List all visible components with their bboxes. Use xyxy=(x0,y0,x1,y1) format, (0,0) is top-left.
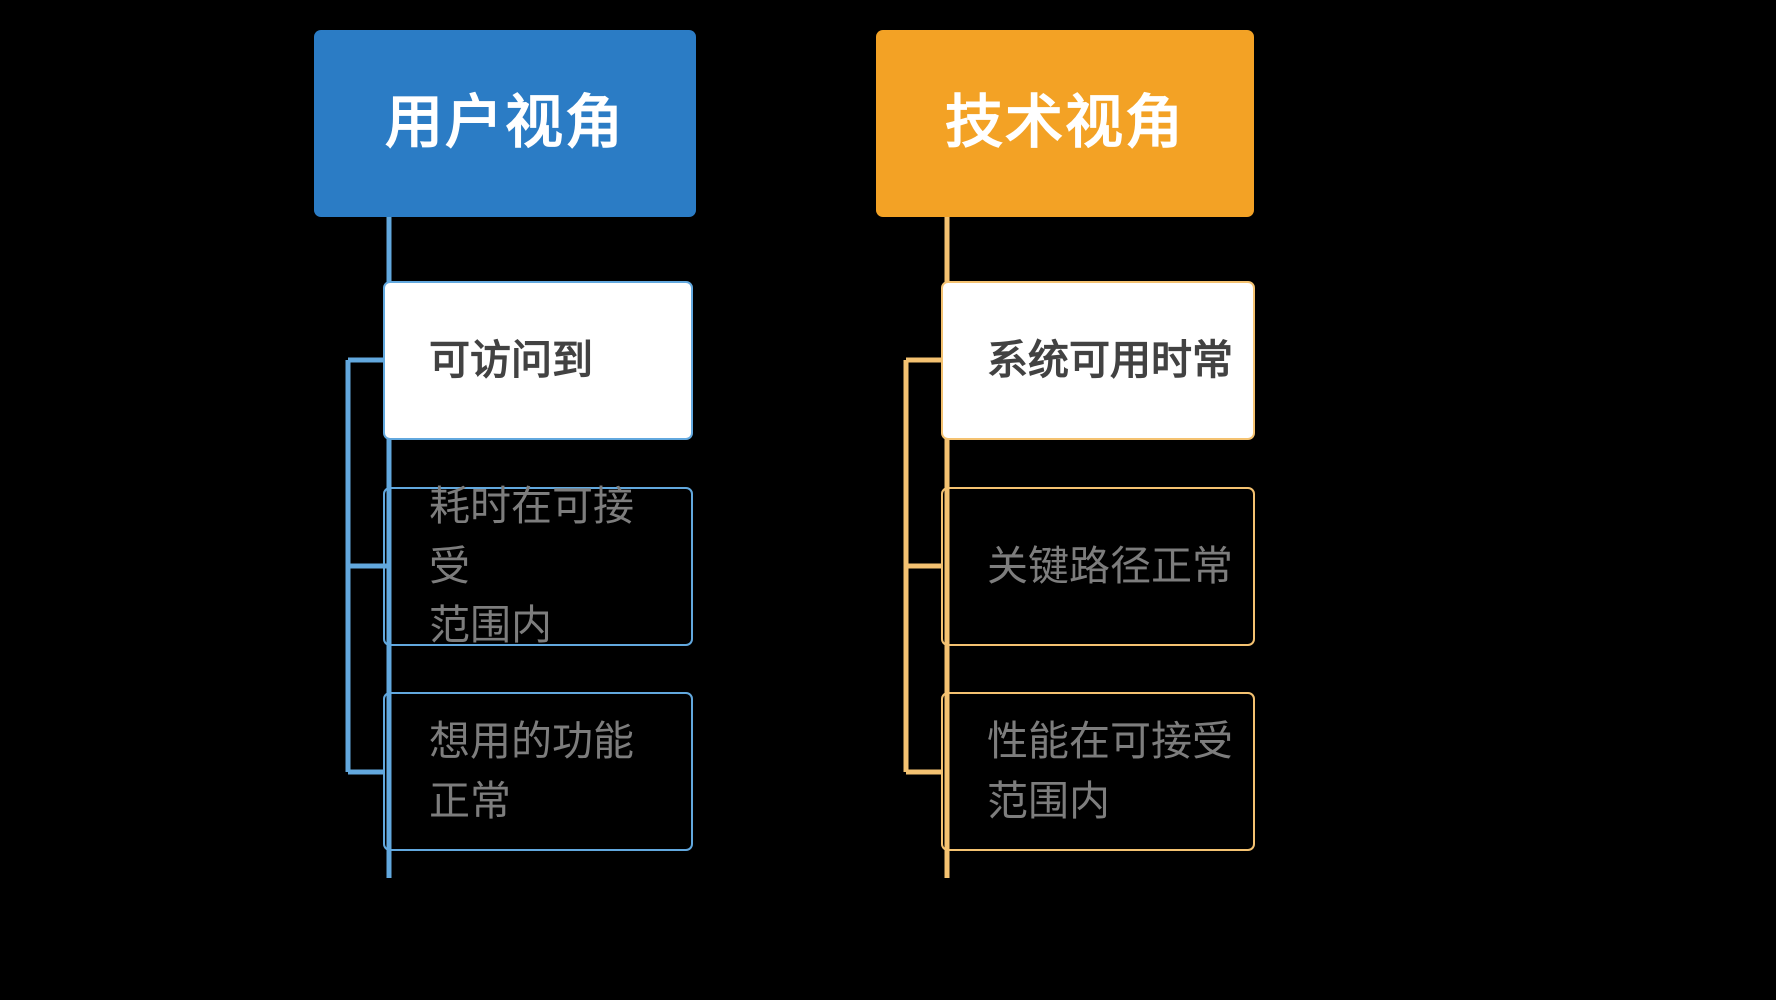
node-user-1[interactable]: 可访问到 xyxy=(383,281,693,440)
node-user-2[interactable]: 耗时在可接受 范围内 xyxy=(383,483,693,648)
header-box-user-perspective[interactable]: 用户视角 xyxy=(314,30,696,217)
node-tech-3-label: 性能在可接受 范围内 xyxy=(987,718,1233,824)
blue-spine-group xyxy=(345,357,383,775)
header-box-technical-perspective[interactable]: 技术视角 xyxy=(876,30,1254,217)
orange-spine-group xyxy=(903,357,941,775)
node-tech-2[interactable]: 关键路径正常 xyxy=(941,487,1255,646)
node-user-1-label: 可访问到 xyxy=(429,336,593,383)
node-tech-1[interactable]: 系统可用时常 xyxy=(941,281,1255,440)
node-user-3-label: 想用的功能 正常 xyxy=(429,718,634,824)
node-tech-1-label: 系统可用时常 xyxy=(987,336,1233,383)
node-tech-3[interactable]: 性能在可接受 范围内 xyxy=(941,692,1255,851)
node-tech-2-label: 关键路径正常 xyxy=(987,542,1233,589)
node-user-3[interactable]: 想用的功能 正常 xyxy=(383,692,693,851)
node-user-2-label: 耗时在可接受 范围内 xyxy=(429,483,634,649)
